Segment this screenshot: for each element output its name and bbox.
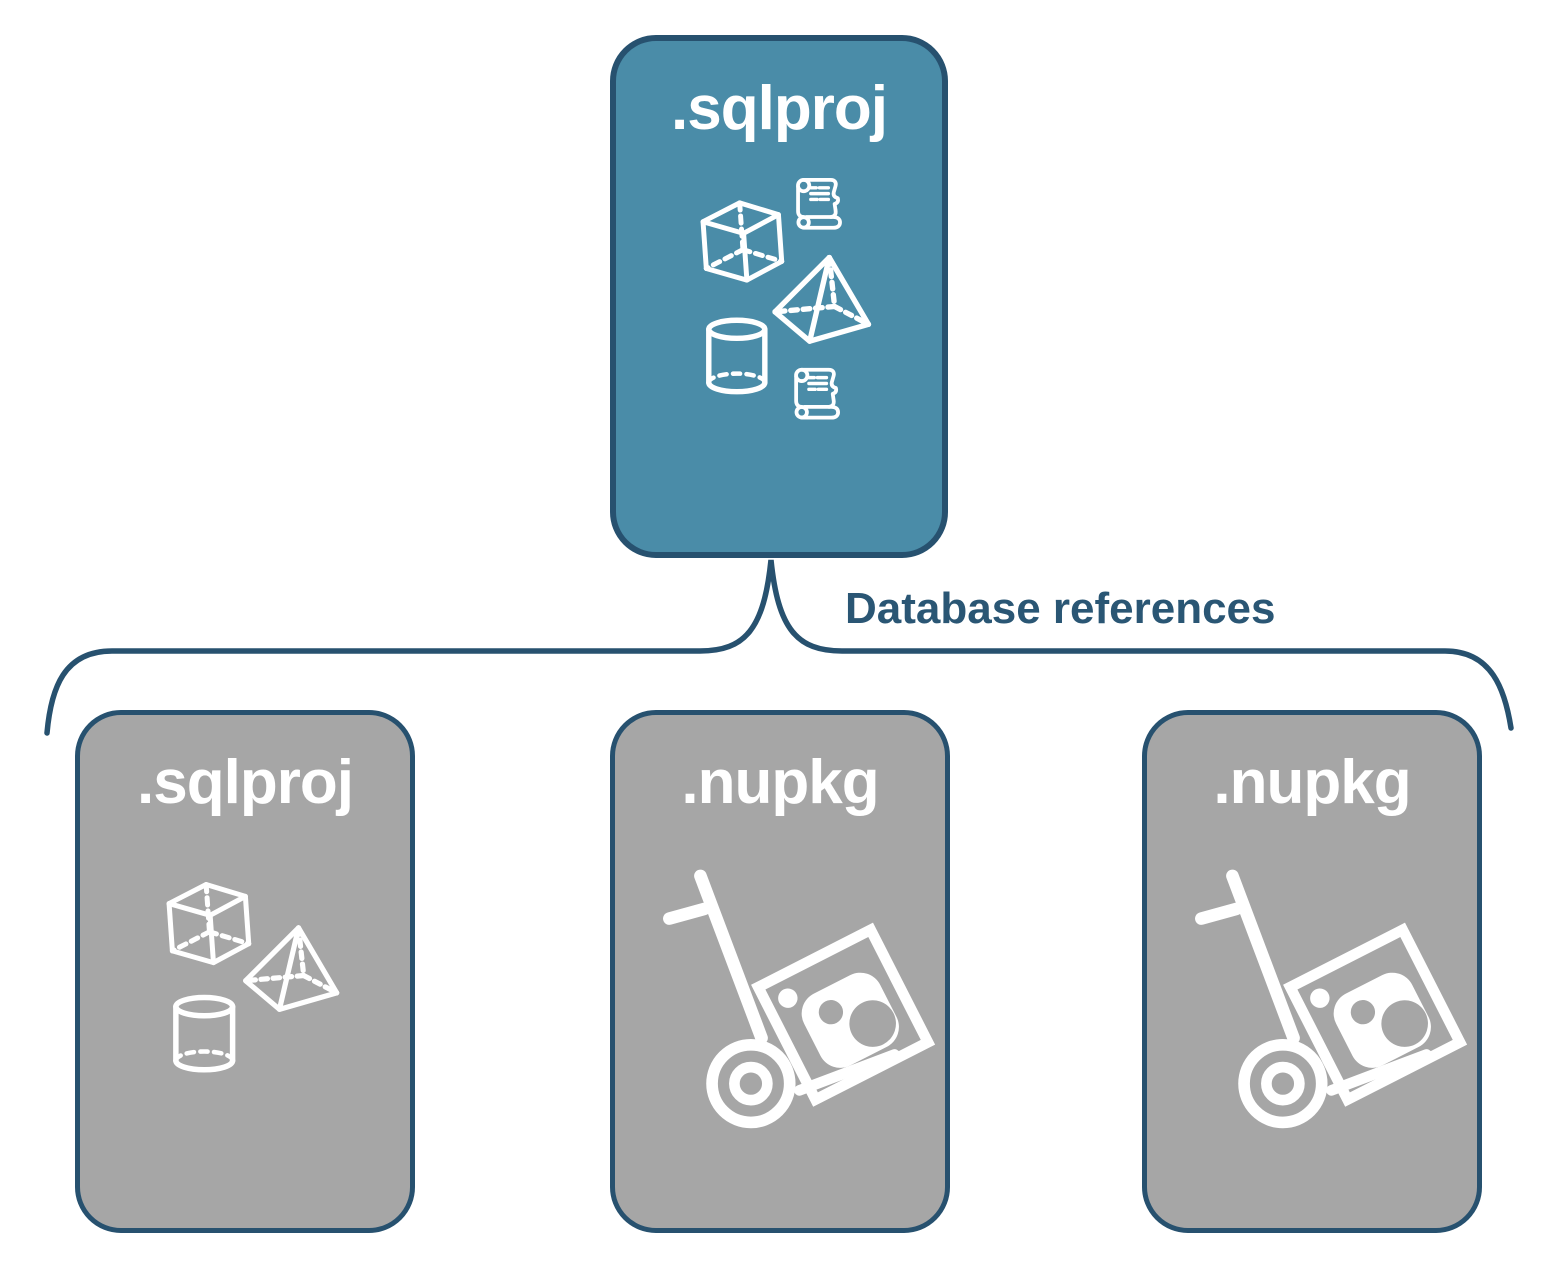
nuget-hand-truck-icon	[1147, 715, 1477, 1228]
child-node-title: .nupkg	[681, 748, 879, 817]
nuget-hand-truck-icon	[615, 715, 945, 1228]
script-scroll-icon	[794, 367, 841, 420]
brace-path	[44, 559, 1514, 736]
pyramid-icon	[246, 928, 337, 1009]
connector-label: Database references	[845, 584, 1276, 633]
sql-project-objects-icons	[616, 177, 942, 420]
node-child-nupkg: .nupkg	[1142, 710, 1482, 1233]
cube-icon	[168, 882, 250, 966]
node-root-sqlproj: .sqlproj	[610, 35, 948, 558]
sql-project-objects-icons	[80, 715, 410, 1228]
script-scroll-icon	[796, 177, 842, 230]
cube-icon	[702, 200, 783, 283]
child-node-title: .sqlproj	[137, 748, 354, 817]
node-child-sqlproj: .sqlproj	[75, 710, 415, 1233]
child-node-title: .nupkg	[1213, 748, 1411, 817]
node-child-nupkg: .nupkg	[610, 710, 950, 1233]
cylinder-icon	[176, 997, 233, 1069]
root-node-title: .sqlproj	[671, 74, 888, 143]
cylinder-icon	[709, 320, 765, 391]
pyramid-icon	[775, 258, 868, 342]
